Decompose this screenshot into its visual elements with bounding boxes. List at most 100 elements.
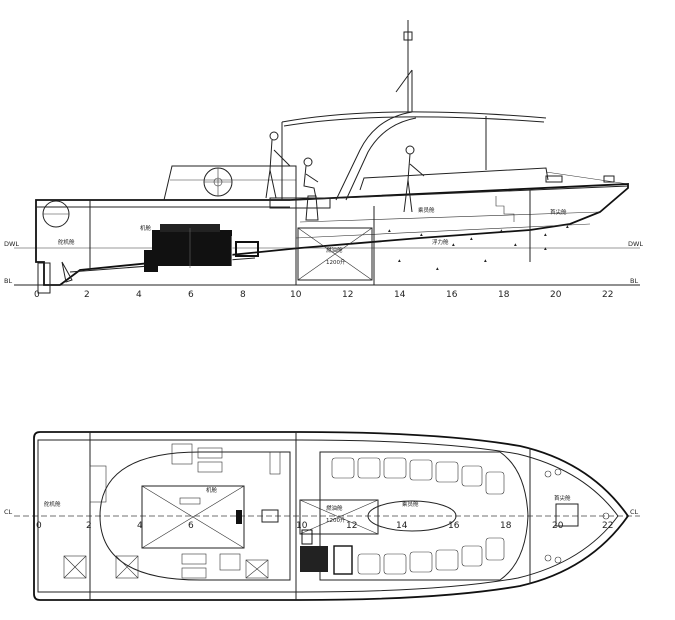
plan-frame-number: 2 bbox=[86, 521, 92, 531]
profile-frame-number: 2 bbox=[84, 290, 90, 300]
helm-console bbox=[300, 529, 353, 575]
svg-text:▴: ▴ bbox=[544, 246, 547, 252]
fore-cabin-roof bbox=[359, 167, 549, 191]
equipment-box bbox=[179, 497, 201, 505]
svg-text:▴: ▴ bbox=[436, 266, 439, 272]
plan-fore-peak-label: 首尖舱 bbox=[554, 494, 571, 502]
equipment-box bbox=[219, 553, 241, 571]
cl-label-left: CL bbox=[4, 508, 13, 516]
plan-steering-gear-label: 舵机舱 bbox=[44, 500, 61, 508]
t-top-arch bbox=[335, 111, 413, 201]
equipment-box bbox=[197, 461, 223, 473]
profile-frame-number: 10 bbox=[290, 290, 302, 300]
propeller bbox=[61, 261, 73, 283]
profile-frame-number: 4 bbox=[136, 290, 142, 300]
plan-frame-number: 18 bbox=[500, 521, 512, 531]
profile-frame-number: 22 bbox=[602, 290, 613, 300]
engine-plan-left bbox=[236, 510, 242, 524]
aft-rail bbox=[163, 165, 297, 201]
profile-frame-number: 18 bbox=[498, 290, 510, 300]
antenna-box bbox=[403, 31, 413, 41]
hull-outline bbox=[35, 183, 629, 286]
equipment-box bbox=[269, 451, 281, 475]
anchor-point bbox=[544, 470, 552, 478]
profile-view: DWL DWL BL BL bbox=[4, 20, 643, 300]
plan-fuel-tank-label: 燃油舱 bbox=[326, 504, 343, 512]
center-table bbox=[367, 500, 457, 532]
profile-frame-number: 12 bbox=[342, 290, 353, 300]
equipment-box bbox=[181, 567, 207, 579]
plan-fuel-tank bbox=[299, 499, 379, 535]
plan-frame-number: 20 bbox=[552, 521, 564, 531]
crew-figure bbox=[265, 131, 291, 199]
profile-fuel-capacity-label: 1200升 bbox=[326, 258, 346, 266]
equipment-box bbox=[181, 553, 207, 565]
profile-frame-number: 20 bbox=[550, 290, 562, 300]
plan-frame-number: 12 bbox=[346, 521, 357, 531]
cleat bbox=[545, 175, 563, 183]
svg-text:▴: ▴ bbox=[420, 232, 423, 238]
dwl-label-left: DWL bbox=[4, 240, 19, 248]
profile-fore-peak-label: 首尖舱 bbox=[550, 208, 567, 216]
buoyancy-fill: ▴▴▴ ▴▴▴ ▴▴▴ ▴▴▴ bbox=[388, 224, 569, 272]
cleat-fore bbox=[603, 175, 615, 183]
svg-text:▴: ▴ bbox=[566, 224, 569, 230]
t-top-canopy bbox=[281, 111, 547, 123]
plan-passenger-cabin-label: 乘员舱 bbox=[402, 500, 419, 508]
svg-text:▴: ▴ bbox=[470, 236, 473, 242]
sheer-line bbox=[289, 185, 629, 201]
dwl-label-right: DWL bbox=[628, 240, 643, 248]
t-top-arch bbox=[345, 117, 417, 201]
plan-hull-outline bbox=[33, 431, 630, 601]
bow-fitting bbox=[602, 512, 610, 520]
plan-frame-number: 22 bbox=[602, 521, 613, 531]
plan-inner-hull bbox=[37, 439, 619, 593]
cabin-steps bbox=[495, 196, 515, 222]
svg-text:▴: ▴ bbox=[452, 242, 455, 248]
plan-frame-scale: 0 2 4 6 10 12 14 16 18 20 22 bbox=[36, 521, 613, 531]
seat-row-port bbox=[331, 457, 505, 495]
plan-frame-number: 10 bbox=[296, 521, 308, 531]
inner-bottom bbox=[295, 223, 591, 239]
passenger-figure bbox=[403, 145, 425, 213]
plan-frame-number: 16 bbox=[448, 521, 460, 531]
anchor-point bbox=[554, 468, 562, 476]
svg-text:▴: ▴ bbox=[398, 258, 401, 264]
anchor-point bbox=[544, 554, 552, 562]
fuel-tank-cross bbox=[297, 227, 373, 281]
engine-block bbox=[144, 224, 259, 272]
profile-frame-number: 16 bbox=[446, 290, 458, 300]
plan-frame-number: 4 bbox=[137, 521, 143, 531]
profile-frame-number: 0 bbox=[34, 290, 40, 300]
profile-steering-gear-label: 舵机舱 bbox=[58, 238, 75, 246]
anchor-point bbox=[554, 556, 562, 564]
profile-frame-number: 8 bbox=[240, 290, 246, 300]
cl-label-right: CL bbox=[630, 508, 639, 516]
rudder bbox=[37, 262, 51, 294]
bl-label-left: BL bbox=[4, 277, 12, 285]
equipment-box bbox=[171, 443, 193, 465]
svg-text:▴: ▴ bbox=[514, 242, 517, 248]
profile-frame-scale: 0 2 4 6 8 10 12 14 16 18 20 22 bbox=[34, 290, 613, 300]
plan-engine-room-label: 机舱 bbox=[206, 486, 218, 494]
equipment-box bbox=[197, 447, 223, 459]
fuel-tank bbox=[297, 227, 373, 281]
plan-view: CL CL bbox=[4, 431, 640, 601]
profile-frame-number: 6 bbox=[188, 290, 194, 300]
profile-engine-room-label: 机舱 bbox=[140, 224, 152, 232]
passenger-deck-outline bbox=[319, 451, 529, 581]
console bbox=[269, 197, 331, 209]
svg-text:▴: ▴ bbox=[544, 232, 547, 238]
plan-hatch-aft bbox=[89, 465, 107, 503]
svg-text:▴: ▴ bbox=[484, 258, 487, 264]
plan-frame-number: 6 bbox=[188, 521, 194, 531]
fore-peak-hatch bbox=[555, 503, 579, 527]
profile-fuel-tank-label: 燃油舱 bbox=[326, 246, 343, 254]
plan-frame-number: 0 bbox=[36, 521, 42, 531]
gearbox-plan bbox=[261, 509, 279, 523]
profile-buoyancy-tank-label: 浮力舱 bbox=[432, 238, 449, 246]
mast-brace bbox=[395, 69, 413, 93]
engine-hatch bbox=[141, 485, 245, 549]
profile-frame-number: 14 bbox=[394, 290, 406, 300]
